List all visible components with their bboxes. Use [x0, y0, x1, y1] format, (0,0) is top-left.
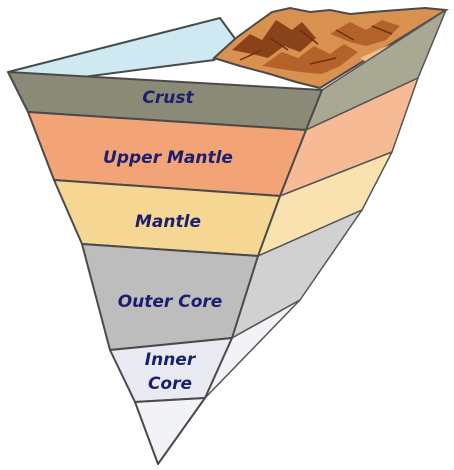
ocean-surface	[8, 18, 236, 80]
layer-label-inner-core-line-1: Inner	[145, 350, 197, 370]
layer-label-upper-mantle: Upper Mantle	[103, 148, 233, 168]
layer-label-crust: Crust	[142, 88, 194, 108]
layer-label-outer-core: Outer Core	[118, 292, 223, 312]
layer-label-mantle: Mantle	[135, 212, 201, 232]
layer-label-inner-core-line-2: Core	[148, 374, 192, 394]
core-apex	[135, 398, 205, 464]
